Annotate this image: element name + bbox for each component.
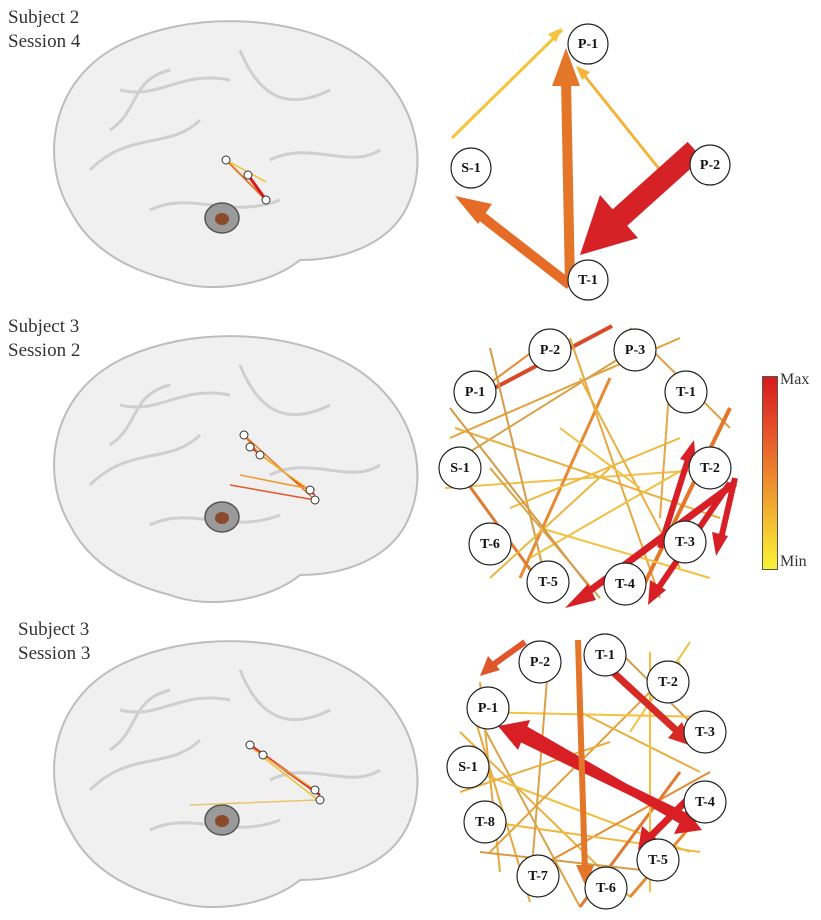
node-t-2: T-2 [689,447,731,489]
node-label: P-1 [465,385,485,400]
edge [520,727,685,822]
brain-image-1 [30,10,430,300]
node-t-3: T-3 [684,711,726,753]
node-t-4: T-4 [684,781,726,823]
node-p-2: P-2 [519,641,561,683]
brain-image-3 [30,630,430,920]
edge [615,150,695,222]
node-t-6: T-6 [469,523,511,565]
node-t-8: T-8 [464,801,506,843]
edge [578,640,585,872]
edge [566,80,570,285]
node-label: T-2 [658,675,678,690]
network-diagram-1: P-1 S-1 P-2 T-1 [440,10,740,305]
node-t-2: T-2 [647,661,689,703]
edge [580,483,735,598]
node-t-5: T-5 [527,561,569,603]
node-label: P-1 [578,37,598,52]
node-label: P-1 [478,701,498,716]
edge [452,30,562,138]
node-label: T-1 [676,385,696,400]
node-label: S-1 [461,161,480,176]
node-t-3: T-3 [664,521,706,563]
colorbar [762,376,778,570]
colorbar-max-label: Max [780,371,809,389]
node-t-1: T-1 [568,260,608,300]
node-p-1: P-1 [467,687,509,729]
node-label: T-1 [595,648,615,663]
node-label: T-2 [700,461,720,476]
node-t-6: T-6 [585,867,627,909]
node-label: P-2 [700,158,720,173]
node-label: P-2 [530,655,550,670]
node-t-7: T-7 [517,855,559,897]
node-label: T-4 [695,795,715,810]
node-label: T-3 [695,725,715,740]
node-t-1: T-1 [584,634,626,676]
node-label: P-3 [625,343,645,358]
node-s-1: S-1 [451,148,491,188]
node-label: T-5 [538,575,558,590]
node-t-4: T-4 [604,563,646,605]
node-label: S-1 [458,760,477,775]
node-label: P-2 [540,343,560,358]
edge [580,70,668,180]
node-t-5: T-5 [637,839,679,881]
node-p-3: P-3 [614,329,656,371]
node-p-1: P-1 [568,24,608,64]
node-label: T-1 [578,273,598,288]
brain-image-2 [30,325,430,615]
node-s-1: S-1 [439,447,481,489]
edge-arrowhead [712,532,728,556]
node-label: T-6 [596,881,616,896]
node-t-1: T-1 [665,371,707,413]
colorbar-min-label: Min [780,553,807,571]
node-label: T-5 [648,853,668,868]
node-p-2: P-2 [529,329,571,371]
node-label: T-6 [480,537,500,552]
node-label: T-7 [528,869,548,884]
edge [480,215,570,285]
node-p-2: P-2 [690,145,730,185]
network-diagram-2: P-2 P-3 P-1 T-1 S-1 T-2 T-6 T-3 T-5 T-4 [430,318,750,613]
node-s-1: S-1 [447,746,489,788]
node-label: T-4 [615,577,635,592]
network-diagram-3: T-1 P-2 T-2 P-1 T-3 S-1 T-4 T-8 T-5 T-7 … [430,622,750,917]
node-label: T-8 [475,815,495,830]
node-label: S-1 [450,461,469,476]
node-p-1: P-1 [454,371,496,413]
node-label: T-3 [675,535,695,550]
